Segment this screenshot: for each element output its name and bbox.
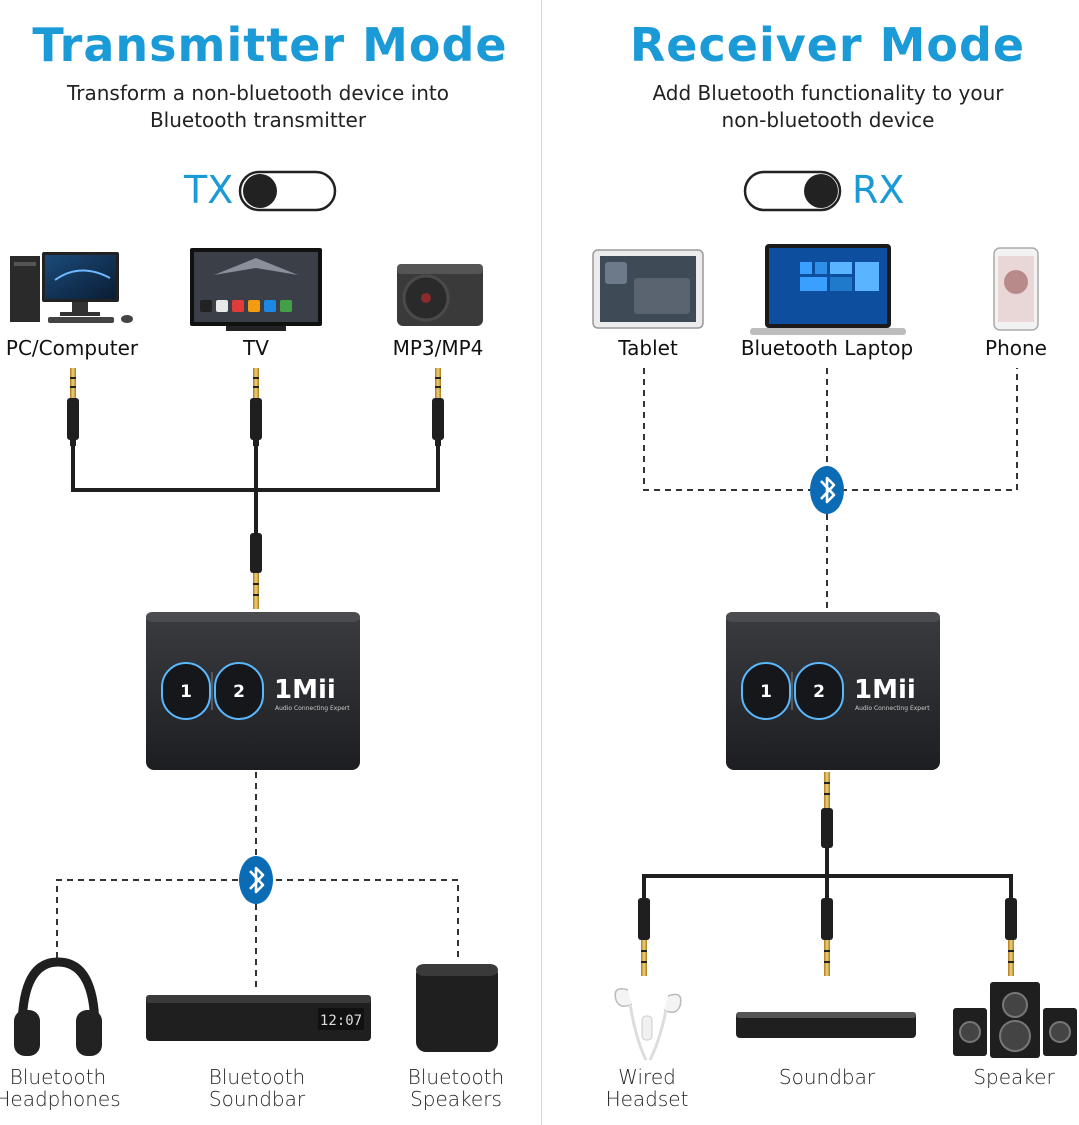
transmitter-title: Transmitter Mode: [32, 18, 508, 72]
tablet-icon: [592, 249, 704, 329]
bluetooth-speaker-icon: [416, 964, 498, 1052]
receiver-title: Receiver Mode: [629, 18, 1026, 72]
receiver-output-cables: [638, 772, 1017, 976]
label-bluetooth-headphones: Bluetooth Headphones: [0, 1066, 138, 1110]
receiver-subtitle-line2: non-bluetooth device: [721, 108, 935, 132]
label-line: Soundbar: [778, 1065, 876, 1089]
center-divider: [541, 0, 542, 1125]
pc-computer-icon: [10, 252, 133, 323]
label-tv: TV: [243, 336, 269, 360]
transmitter-device: [146, 612, 360, 770]
rx-toggle-switch: [743, 170, 842, 212]
label-line: Headset: [605, 1087, 689, 1111]
tx-bluetooth-icon: [237, 854, 275, 906]
phone-icon: [993, 247, 1039, 331]
receiver-device: [726, 612, 940, 770]
rx-switch-label: RX: [852, 168, 905, 212]
tx-brand-logo: 1Mii: [274, 675, 336, 705]
transmitter-subtitle-line2: Bluetooth transmitter: [149, 108, 367, 132]
rx-bluetooth-icon: [808, 464, 846, 516]
label-line: Bluetooth: [407, 1065, 505, 1089]
tv-icon: [190, 248, 322, 331]
label-line: Speaker: [973, 1065, 1055, 1089]
soundbar-icon: [736, 1012, 916, 1038]
tx-button-2: 2: [233, 682, 245, 702]
transmitter-input-cables: [67, 368, 444, 609]
label-phone: Phone: [985, 336, 1047, 360]
transmitter-subtitle: Transform a non-bluetooth device into Bl…: [0, 80, 528, 134]
rx-button-2: 2: [813, 682, 825, 702]
soundbar-clock-display: 12:07: [320, 1013, 362, 1029]
wired-headset-icon: [614, 988, 682, 1061]
tx-button-1: 1: [180, 682, 192, 702]
label-mp3-mp4: MP3/MP4: [392, 336, 484, 360]
rx-brand-logo: 1Mii: [854, 675, 916, 705]
label-tablet: Tablet: [618, 336, 678, 360]
bluetooth-soundbar-icon: [146, 995, 371, 1041]
laptop-icon: [750, 244, 906, 335]
label-bluetooth-speakers: Bluetooth Speakers: [376, 1066, 536, 1110]
mp3-player-icon: [397, 264, 483, 326]
label-speaker: Speaker: [934, 1066, 1079, 1088]
rx-brand-tagline: Audio Connecting Expert: [855, 705, 930, 712]
label-soundbar: Soundbar: [747, 1066, 907, 1088]
speaker-system-icon: [953, 982, 1077, 1058]
label-pc-computer: PC/Computer: [5, 336, 139, 360]
label-line: Headphones: [0, 1087, 121, 1111]
receiver-subtitle: Add Bluetooth functionality to your non-…: [558, 80, 1079, 134]
tx-brand-tagline: Audio Connecting Expert: [275, 705, 350, 712]
headphones-icon: [14, 957, 102, 1056]
tx-switch-label: TX: [184, 168, 234, 212]
label-bluetooth-laptop: Bluetooth Laptop: [740, 336, 914, 360]
label-line: Bluetooth: [208, 1065, 306, 1089]
label-line: Bluetooth: [9, 1065, 107, 1089]
label-line: Speakers: [410, 1087, 502, 1111]
label-line: Soundbar: [208, 1087, 306, 1111]
tx-toggle-switch: [238, 170, 337, 212]
label-bluetooth-soundbar: Bluetooth Soundbar: [177, 1066, 337, 1110]
label-wired-headset: Wired Headset: [567, 1066, 727, 1110]
label-line: Wired: [618, 1065, 676, 1089]
rx-button-1: 1: [760, 682, 772, 702]
transmitter-subtitle-line1: Transform a non-bluetooth device into: [66, 81, 450, 105]
receiver-subtitle-line1: Add Bluetooth functionality to your: [652, 81, 1004, 105]
